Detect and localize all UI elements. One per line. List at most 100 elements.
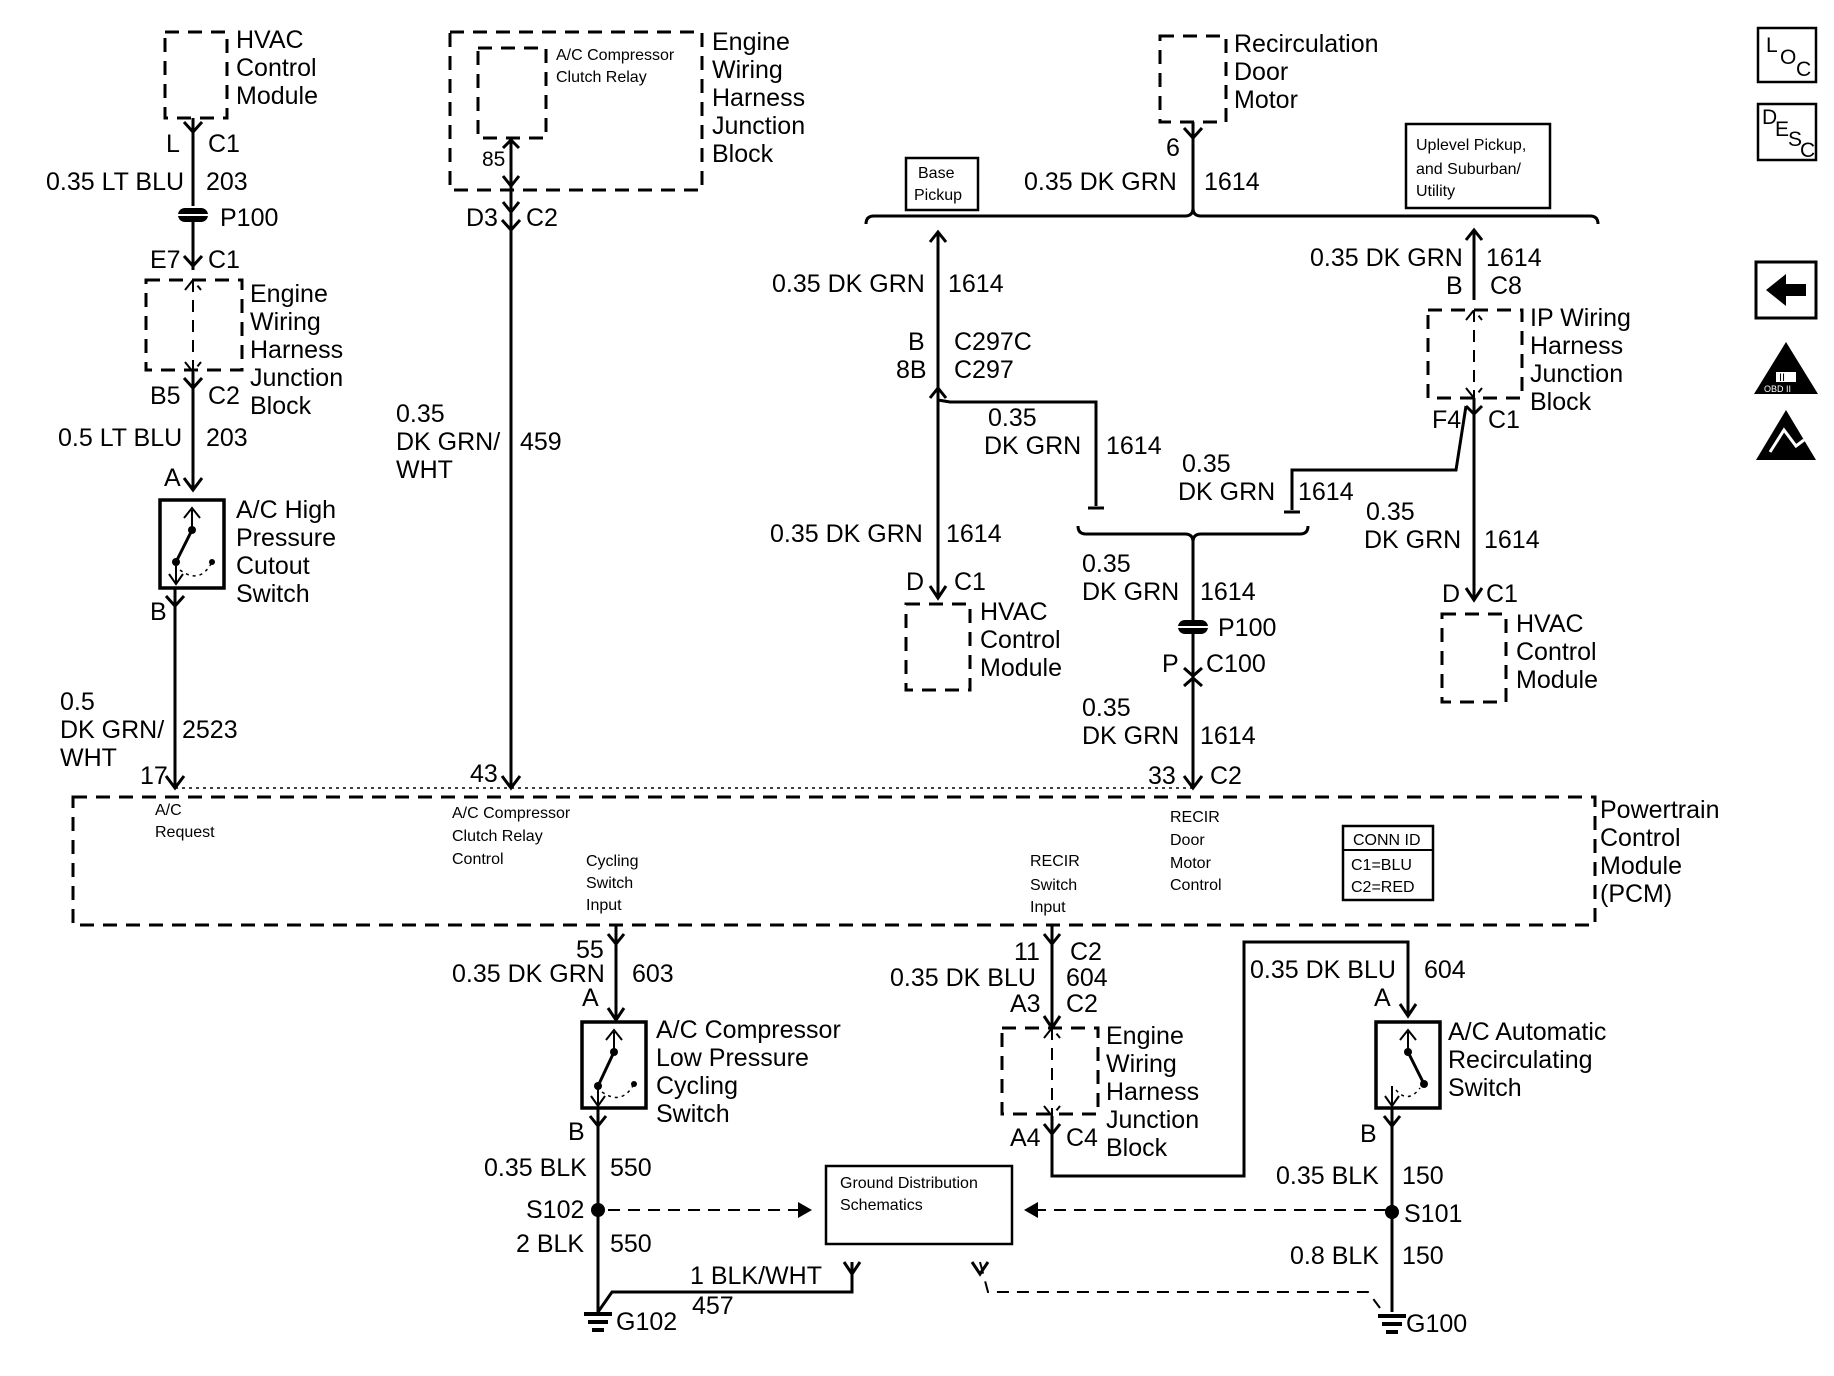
conn-C2-b5: C2 bbox=[208, 382, 240, 410]
svg-text:Motor: Motor bbox=[1170, 855, 1212, 872]
wire-1614-base-jumper bbox=[937, 398, 1104, 510]
ewh-left-label: Engine Wiring Harness Junction Block bbox=[250, 280, 343, 420]
wire-label-dk-grn-jumper: DK GRN bbox=[984, 432, 1081, 460]
svg-text:Control: Control bbox=[1516, 638, 1597, 666]
base-pickup-box: Base Pickup bbox=[904, 156, 980, 212]
wire-label-05-lt-blu: 0.5 LT BLU bbox=[58, 424, 182, 452]
hvac-left-box bbox=[163, 30, 229, 120]
pin-A4: A4 bbox=[1010, 1124, 1041, 1152]
hvac-right-label: HVAC Control Module bbox=[1516, 610, 1598, 694]
svg-text:HVAC: HVAC bbox=[236, 26, 304, 54]
uplevel-box: Uplevel Pickup, and Suburban/ Utility bbox=[1404, 122, 1552, 210]
svg-text:Control: Control bbox=[980, 626, 1061, 654]
svg-text:Harness: Harness bbox=[1530, 332, 1623, 360]
svg-text:Harness: Harness bbox=[712, 84, 805, 112]
pin-B-auto: B bbox=[1360, 1120, 1377, 1148]
svg-text:A/C: A/C bbox=[155, 802, 182, 819]
svg-text:Pressure: Pressure bbox=[236, 524, 336, 552]
back-button[interactable] bbox=[1754, 260, 1818, 320]
pin-B5: B5 bbox=[150, 382, 181, 410]
desc-d: D bbox=[1762, 106, 1777, 129]
svg-text:Recirculating: Recirculating bbox=[1448, 1046, 1593, 1074]
g100-ref-tick bbox=[970, 1261, 990, 1277]
s101-ref-arrow bbox=[1024, 1202, 1038, 1218]
ewh-bottom-passthrough bbox=[1043, 1026, 1061, 1118]
pin-B-c297c: B bbox=[908, 328, 925, 356]
wire-label-dk-grn-hvac-right: DK GRN bbox=[1364, 526, 1461, 554]
wire-label-035-hvac-right: 0.35 bbox=[1366, 498, 1415, 526]
wire-label-dkgrn-wht-459: DK GRN/ bbox=[396, 428, 500, 456]
relay-label: A/C Compressor Clutch Relay bbox=[556, 47, 675, 86]
relay-block-box bbox=[448, 30, 704, 192]
svg-text:Junction: Junction bbox=[1530, 360, 1623, 388]
wire-label-035-dk-grn-top: 0.35 DK GRN bbox=[1024, 168, 1177, 196]
svg-text:Input: Input bbox=[1030, 899, 1066, 916]
option-brace-top bbox=[864, 207, 1600, 225]
ground-distribution-link[interactable]: Ground Distribution Schematics bbox=[824, 1164, 1014, 1246]
conn-C1-f4: C1 bbox=[1488, 406, 1520, 434]
pin-recir-motor-control: RECIR Door Motor Control bbox=[1170, 809, 1222, 894]
desc-c: C bbox=[1800, 139, 1815, 162]
svg-text:Block: Block bbox=[1530, 388, 1592, 416]
s102-ref-arrow bbox=[798, 1202, 812, 1218]
relay-pin-85-wire bbox=[501, 137, 521, 190]
circuit-457: 457 bbox=[692, 1292, 734, 1320]
circuit-1614-base: 1614 bbox=[948, 270, 1004, 298]
circuit-150-upper: 150 bbox=[1402, 1162, 1444, 1190]
hp-cutout-switch bbox=[158, 498, 226, 590]
svg-text:A/C Compressor: A/C Compressor bbox=[452, 805, 571, 822]
auto-recirc-switch bbox=[1374, 1020, 1442, 1110]
ewh-bottom-box bbox=[1000, 1026, 1100, 1116]
splice-p100-left bbox=[178, 208, 208, 222]
svg-text:Engine: Engine bbox=[250, 280, 328, 308]
svg-text:(PCM): (PCM) bbox=[1600, 880, 1672, 908]
circuit-550-lower: 550 bbox=[610, 1230, 652, 1258]
svg-text:Cutout: Cutout bbox=[236, 552, 310, 580]
circuit-150-lower: 150 bbox=[1402, 1242, 1444, 1270]
svg-text:Control: Control bbox=[236, 54, 317, 82]
svg-text:Switch: Switch bbox=[586, 875, 633, 892]
ground-g100-icon bbox=[1378, 1314, 1406, 1334]
hvac-right-box bbox=[1440, 612, 1508, 704]
circuit-1614-hvac-right: 1614 bbox=[1484, 526, 1540, 554]
wire-label-05: 0.5 bbox=[60, 688, 95, 716]
conn-C2-11: C2 bbox=[1070, 938, 1102, 966]
pin-A-lp: A bbox=[582, 984, 599, 1012]
wire-label-035-blk-550: 0.35 BLK bbox=[484, 1154, 587, 1182]
svg-text:A/C Compressor: A/C Compressor bbox=[556, 47, 675, 64]
svg-text:Junction: Junction bbox=[1106, 1106, 1199, 1134]
desc-s: S bbox=[1788, 128, 1802, 151]
circuit-1614-uplevel: 1614 bbox=[1486, 244, 1542, 272]
conn-C2-d3: C2 bbox=[526, 204, 558, 232]
label-s102: S102 bbox=[526, 1196, 584, 1224]
ewh-left-passthrough bbox=[184, 278, 202, 374]
pin-B-c8: B bbox=[1446, 272, 1463, 300]
label-s101: S101 bbox=[1404, 1200, 1462, 1228]
wire-203-lower bbox=[182, 372, 204, 493]
svg-text:A/C Automatic: A/C Automatic bbox=[1448, 1018, 1606, 1046]
pin-A-hp: A bbox=[164, 464, 181, 492]
wire-label-dkgrn-wht: DK GRN/ bbox=[60, 716, 164, 744]
wire-459 bbox=[500, 212, 522, 791]
svg-text:Block: Block bbox=[712, 140, 774, 168]
wire-1614-uplevel-top bbox=[1464, 227, 1484, 300]
svg-text:A/C Compressor: A/C Compressor bbox=[656, 1016, 841, 1044]
pin-cycling-input: Cycling Switch Input bbox=[586, 853, 638, 914]
conn-C297: C297 bbox=[954, 356, 1014, 384]
pin-D-hvac-right: D bbox=[1442, 580, 1460, 608]
desc-e: E bbox=[1775, 118, 1789, 141]
loc-button[interactable]: L O C bbox=[1756, 26, 1818, 84]
pin-B-hp: B bbox=[150, 598, 167, 626]
svg-text:A/C High: A/C High bbox=[236, 496, 336, 524]
label-p100-left: P100 bbox=[220, 204, 278, 232]
svg-text:Control: Control bbox=[1170, 877, 1222, 894]
wire-604-lower bbox=[1042, 940, 1418, 1178]
circuit-604-right: 604 bbox=[1424, 956, 1466, 984]
wire-2523 bbox=[164, 588, 186, 791]
ground-g102-icon bbox=[584, 1312, 612, 1332]
desc-button[interactable]: D E S C bbox=[1756, 102, 1818, 162]
wire-203-upper bbox=[182, 118, 204, 206]
wire-label-035-dk-grn-hvac-mid: 0.35 DK GRN bbox=[770, 520, 923, 548]
wire-603 bbox=[606, 925, 626, 1023]
